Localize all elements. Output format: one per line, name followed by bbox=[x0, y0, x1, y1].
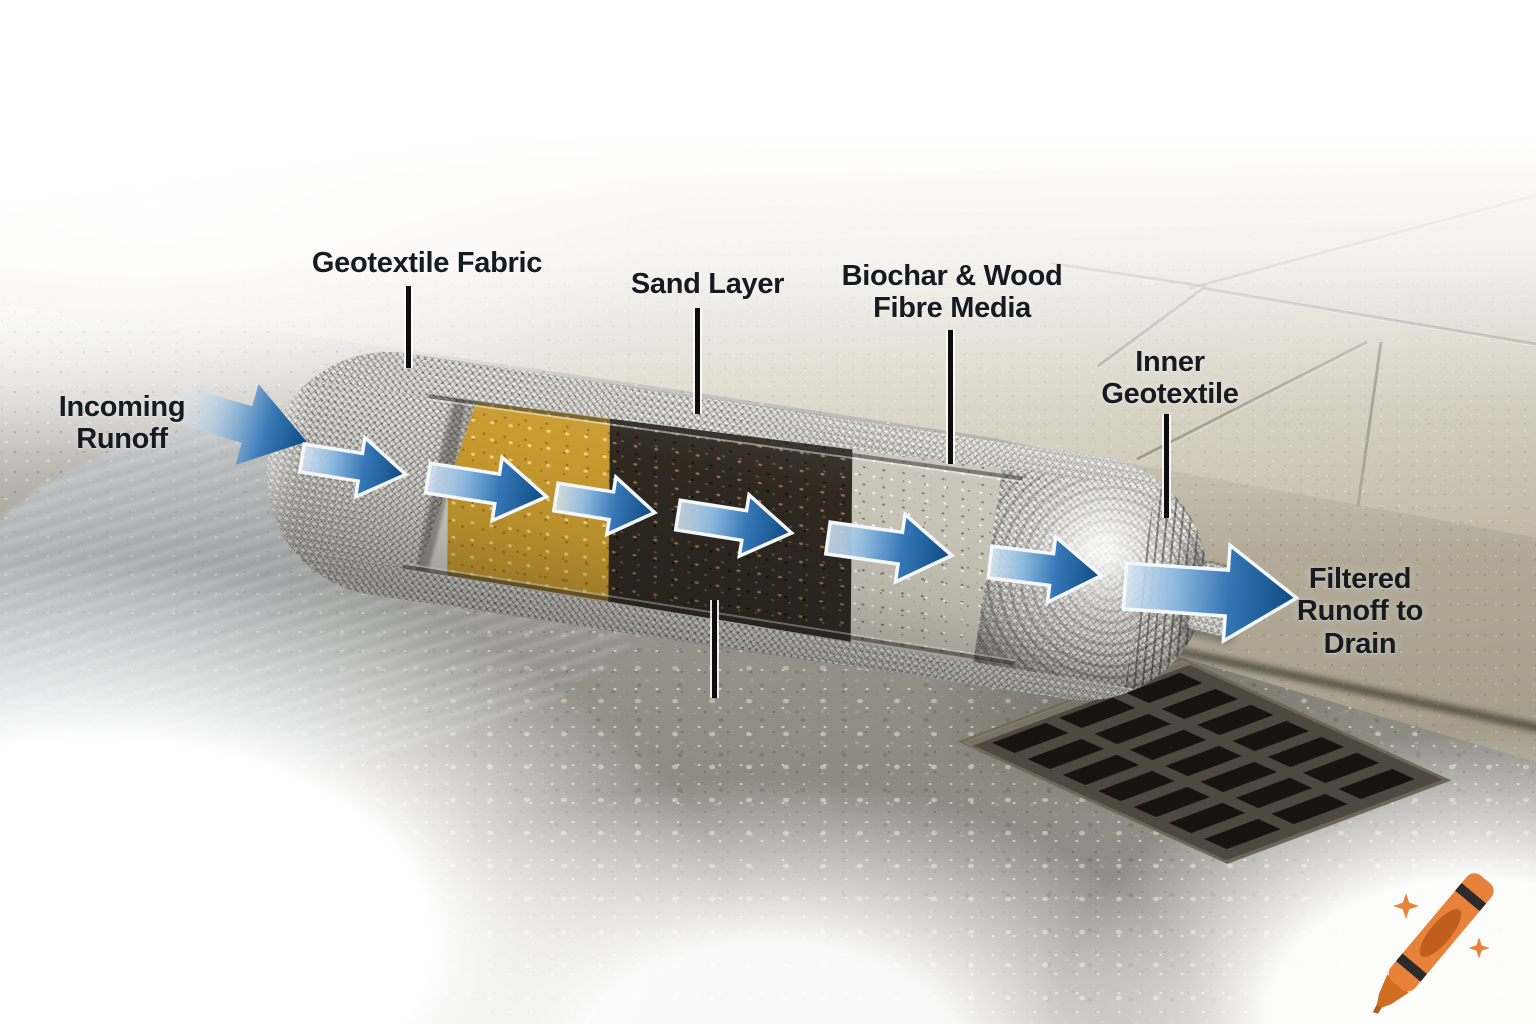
leader-line-sand-layer bbox=[693, 308, 702, 414]
label-incoming-runoff: Incoming Runoff bbox=[58, 391, 186, 456]
label-sand-layer: Sand Layer bbox=[630, 268, 785, 300]
leader-line-inner-geotextile bbox=[1162, 414, 1171, 518]
label-geotextile-fabric: Geotextile Fabric bbox=[311, 247, 543, 279]
label-biochar-wood-fibre-media: Biochar & Wood Fibre Media bbox=[841, 260, 1063, 325]
sparkle-icon bbox=[1393, 893, 1419, 919]
crayon-icon bbox=[1372, 873, 1494, 1014]
leader-line-geotextile-fabric bbox=[404, 286, 413, 368]
label-inner-geotextile: Inner Geotextile bbox=[1101, 346, 1239, 411]
label-filtered-runoff-to-drain: Filtered Runoff to Drain bbox=[1296, 563, 1424, 660]
leader-line-sock-bottom bbox=[710, 600, 719, 698]
sparkle-icon bbox=[1468, 937, 1490, 959]
leader-line-biochar-media bbox=[946, 330, 955, 464]
crayon-logo bbox=[1372, 873, 1494, 1014]
